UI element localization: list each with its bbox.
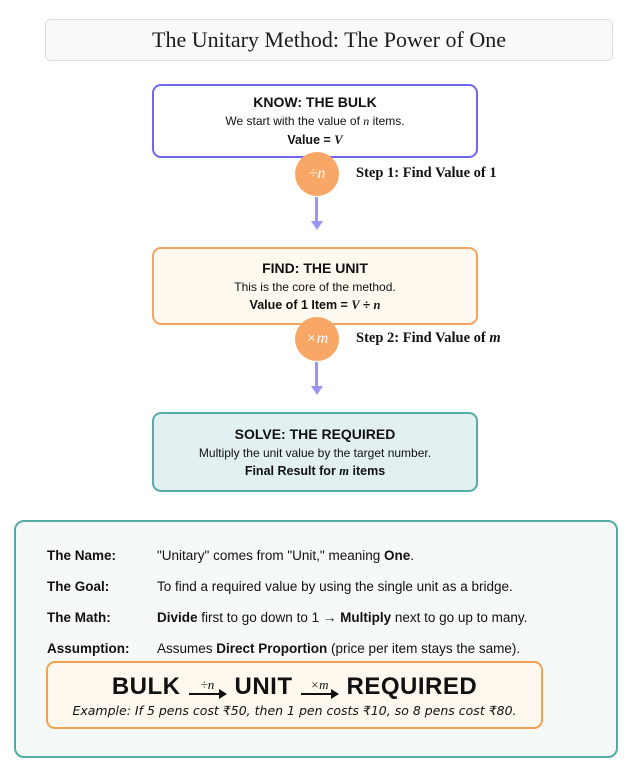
know-bulk-result: Value = V xyxy=(287,133,342,148)
know-bulk-box: KNOW: THE BULK We start with the value o… xyxy=(152,84,478,158)
row-label-goal: The Goal: xyxy=(47,579,110,594)
solve-required-desc: Multiply the unit value by the target nu… xyxy=(198,445,432,460)
text-segment: (price per item stays the same). xyxy=(327,641,521,656)
math-var-m: m xyxy=(489,330,501,346)
row-label-math: The Math: xyxy=(47,610,111,625)
text-segment: Assumes xyxy=(157,641,217,656)
text-segment: items xyxy=(349,463,386,478)
solve-required-box: SOLVE: THE REQUIRED Multiply the unit va… xyxy=(152,412,478,492)
text-segment: first to go down to 1 → xyxy=(197,610,341,625)
solve-required-result: Final Result for m items xyxy=(245,464,385,479)
arrow-label-times-m: ×m xyxy=(310,677,329,692)
text-segment-bold: Divide xyxy=(157,610,198,625)
text-segment: next to go up to many. xyxy=(391,610,528,625)
times-m-label: ×m xyxy=(305,330,329,347)
text-segment: . xyxy=(410,548,415,563)
row-value-assumption: Assumes Direct Proportion (price per ite… xyxy=(157,641,520,656)
divide-sign: ÷ xyxy=(359,297,374,312)
text-segment: Value of 1 Item xyxy=(249,297,338,312)
step1-label: Step 1: Find Value of 1 xyxy=(356,165,497,181)
text-segment: Step 2: Find Value of xyxy=(356,330,490,346)
row-label-assumption: Assumption: xyxy=(47,641,130,656)
row-value-name: "Unitary" comes from "Unit," meaning One… xyxy=(157,548,414,563)
times-m-arrow-icon: ×m xyxy=(301,677,340,699)
divide-by-n-badge: ÷n xyxy=(295,152,339,196)
formula-word-bulk: BULK xyxy=(111,672,181,700)
text-segment-bold: One xyxy=(384,548,411,563)
divide-n-arrow-icon: ÷n xyxy=(189,677,228,699)
arrow-label-divide-n: ÷n xyxy=(200,677,215,692)
equals-sign: = xyxy=(337,297,352,312)
find-unit-heading: FIND: THE UNIT xyxy=(262,259,368,276)
times-m-badge: ×m xyxy=(295,317,339,361)
text-segment: Value xyxy=(287,133,321,147)
find-unit-result: Value of 1 Item = V ÷ n xyxy=(250,298,381,313)
solve-required-heading: SOLVE: THE REQUIRED xyxy=(234,425,396,442)
formula-word-unit: UNIT xyxy=(234,672,293,700)
find-unit-box: FIND: THE UNIT This is the core of the m… xyxy=(152,247,478,325)
right-arrow-icon xyxy=(189,689,228,699)
title-box: The Unitary Method: The Power of One xyxy=(45,19,613,61)
equals-sign: = xyxy=(320,133,335,147)
summary-panel: The Name: "Unitary" comes from "Unit," m… xyxy=(14,520,618,758)
page-title: The Unitary Method: The Power of One xyxy=(152,27,506,52)
know-bulk-desc: We start with the value of n items. xyxy=(225,114,404,129)
find-unit-desc: This is the core of the method. xyxy=(234,279,396,294)
row-value-goal: To find a required value by using the si… xyxy=(157,579,513,594)
down-arrow-icon xyxy=(310,362,323,395)
row-label-name: The Name: xyxy=(47,548,117,563)
text-segment: items. xyxy=(369,114,405,128)
know-bulk-heading: KNOW: THE BULK xyxy=(253,94,377,110)
text-segment: To find a required value by using the si… xyxy=(157,579,513,594)
right-arrow-icon xyxy=(301,689,340,699)
math-var-v: V xyxy=(351,297,360,312)
formula-line: BULK ÷n UNIT ×m REQUIRED xyxy=(112,673,477,701)
math-var-v: V xyxy=(334,133,343,147)
formula-box: BULK ÷n UNIT ×m REQUIRED Example: If 5 p… xyxy=(46,661,543,729)
example-line: Example: If 5 pens cost ₹50, then 1 pen … xyxy=(72,702,517,718)
text-segment-bold: Multiply xyxy=(340,610,392,625)
math-var-n: n xyxy=(373,297,381,312)
math-var-m: m xyxy=(339,463,350,478)
text-segment-bold: Direct Proportion xyxy=(216,641,328,656)
row-value-math: Divide first to go down to 1 → Multiply … xyxy=(157,610,527,625)
formula-word-required: REQUIRED xyxy=(346,672,478,700)
divide-n-label: ÷n xyxy=(308,165,326,182)
text-segment: "Unitary" comes from "Unit," meaning xyxy=(157,548,384,563)
text-segment: We start with the value of xyxy=(225,114,364,128)
step2-label: Step 2: Find Value of m xyxy=(356,330,501,347)
text-segment: Final Result for xyxy=(244,463,340,478)
down-arrow-icon xyxy=(310,197,323,230)
math-var-n: n xyxy=(363,114,370,128)
